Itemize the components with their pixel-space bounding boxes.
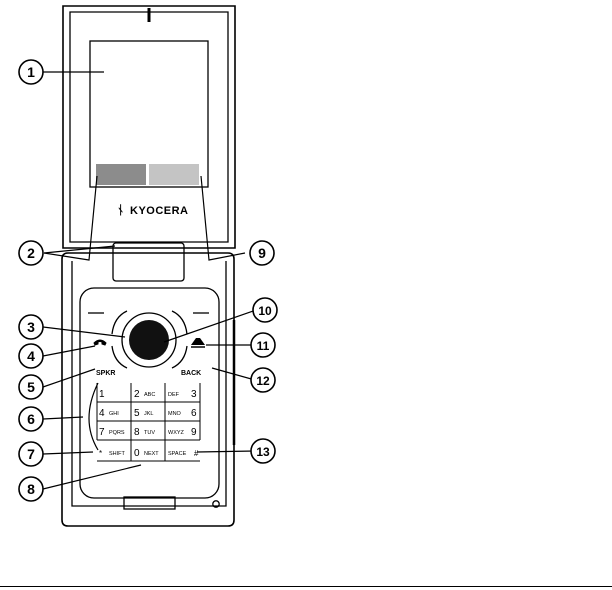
key-digit: * xyxy=(99,449,102,458)
end-key-icon xyxy=(94,340,106,345)
callout-number: 2 xyxy=(27,245,35,261)
send-key-icon xyxy=(191,338,205,347)
back-key-label: BACK xyxy=(181,370,201,377)
key-1: 1 xyxy=(99,389,105,400)
key-pound: # SPACE xyxy=(168,449,199,458)
speaker-key-label: SPKR xyxy=(96,370,115,377)
key-6: 6 MNO xyxy=(168,408,197,419)
key-0: 0 NEXT xyxy=(134,448,159,459)
callout-12: 12 xyxy=(251,368,275,392)
callout-6: 6 xyxy=(19,407,43,431)
callout-number: 7 xyxy=(27,446,35,462)
key-letters: MNO xyxy=(168,411,182,417)
key-9: 9 WXYZ xyxy=(168,427,197,438)
callout-1: 1 xyxy=(19,60,43,84)
callout-number: 10 xyxy=(258,304,272,318)
kyocera-logo-mark: ᚾ xyxy=(117,203,124,217)
callout-number: 1 xyxy=(27,64,35,80)
key-letters: TUV xyxy=(144,430,155,436)
key-letters: GHI xyxy=(109,411,119,417)
key-letters: PQRS xyxy=(109,430,125,436)
callout-number: 6 xyxy=(27,411,35,427)
bottom-rule xyxy=(0,586,612,587)
callout-4: 4 xyxy=(19,344,43,368)
key-7: 7 PQRS xyxy=(99,427,125,438)
callout-number: 9 xyxy=(258,245,266,261)
key-5: 5 JKL xyxy=(134,408,153,419)
bottom-connector xyxy=(124,497,175,509)
key-digit: # xyxy=(194,449,199,458)
callout-3: 3 xyxy=(19,315,43,339)
callout-5: 5 xyxy=(19,375,43,399)
left-softkey-indicator xyxy=(96,164,146,185)
key-letters: NEXT xyxy=(144,451,159,457)
key-digit: 4 xyxy=(99,408,105,419)
key-star: * SHIFT xyxy=(99,449,126,458)
kyocera-logo: ᚾ KYOCERA xyxy=(117,203,189,217)
callout-number: 11 xyxy=(257,339,270,353)
key-letters: SHIFT xyxy=(109,451,126,457)
right-softkey-indicator xyxy=(149,164,199,185)
callout-10: 10 xyxy=(253,298,277,322)
callout-11: 11 xyxy=(251,333,275,357)
key-3: 3 DEF xyxy=(168,389,197,400)
phone-body xyxy=(62,243,234,526)
callout-9: 9 xyxy=(250,241,274,265)
key-4: 4 GHI xyxy=(99,408,119,419)
callout-7: 7 xyxy=(19,442,43,466)
key-digit: 2 xyxy=(134,389,140,400)
key-digit: 9 xyxy=(191,427,197,438)
callout-number: 3 xyxy=(27,319,35,335)
key-8: 8 TUV xyxy=(134,427,155,438)
key-digit: 7 xyxy=(99,427,105,438)
key-2: 2 ABC xyxy=(134,389,155,400)
nav-center-button xyxy=(129,320,169,360)
key-letters: SPACE xyxy=(168,451,187,457)
key-letters: DEF xyxy=(168,392,180,398)
key-digit: 6 xyxy=(191,408,197,419)
key-letters: JKL xyxy=(144,411,153,417)
callout-2: 2 xyxy=(19,241,43,265)
key-digit: 1 xyxy=(99,389,105,400)
callout-number: 8 xyxy=(27,481,35,497)
key-letters: WXYZ xyxy=(168,430,185,436)
callout-13: 13 xyxy=(251,439,275,463)
key-digit: 0 xyxy=(134,448,140,459)
callout-8: 8 xyxy=(19,477,43,501)
callout-number: 4 xyxy=(27,348,35,364)
key-digit: 3 xyxy=(191,389,197,400)
callout-number: 12 xyxy=(256,374,270,388)
keypad: 1 2 ABC 3 DEF 4 GHI 5 JKL 6 MNO 7 PQRS 8 TUV 9 WXYZ * SHIF… xyxy=(99,389,199,459)
key-digit: 5 xyxy=(134,408,140,419)
kyocera-logo-text: KYOCERA xyxy=(130,205,189,217)
callout-number: 5 xyxy=(27,379,35,395)
key-letters: ABC xyxy=(144,392,155,398)
key-digit: 8 xyxy=(134,427,140,438)
callout-number: 13 xyxy=(256,445,270,459)
